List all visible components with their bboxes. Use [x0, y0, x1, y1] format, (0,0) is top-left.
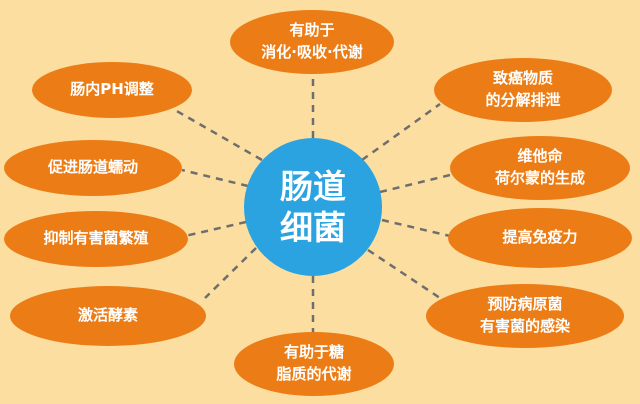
node-pathogen-prevent: 预防病原菌 有害菌的感染	[426, 284, 624, 348]
node-digestion: 有助于 消化·吸收·代谢	[230, 10, 394, 74]
node-immunity: 提高免疫力	[448, 208, 632, 268]
connector-right-3	[381, 218, 451, 238]
center-node: 肠道 细菌	[244, 138, 382, 276]
connector-right-4	[367, 248, 441, 300]
node-ph-adjust: 肠内PH调整	[32, 62, 192, 118]
connector-left-3	[184, 220, 247, 238]
node-vitamin-hormone: 维他命 荷尔蒙的生成	[450, 136, 630, 200]
connector-right-2	[379, 173, 451, 194]
connector-left-1	[174, 108, 263, 162]
connector-left-4	[204, 247, 257, 299]
node-inhibit-harmful: 抑制有害菌繁殖	[4, 211, 188, 267]
node-carcinogen: 致癌物质 的分解排泄	[434, 58, 612, 122]
connector-right-1	[361, 102, 441, 162]
node-sugar-lipid: 有助于糖 脂质的代谢	[234, 332, 394, 396]
connector-left-2	[181, 168, 249, 188]
node-enzyme: 激活酵素	[10, 286, 206, 346]
node-peristalsis: 促进肠道蠕动	[4, 140, 182, 196]
